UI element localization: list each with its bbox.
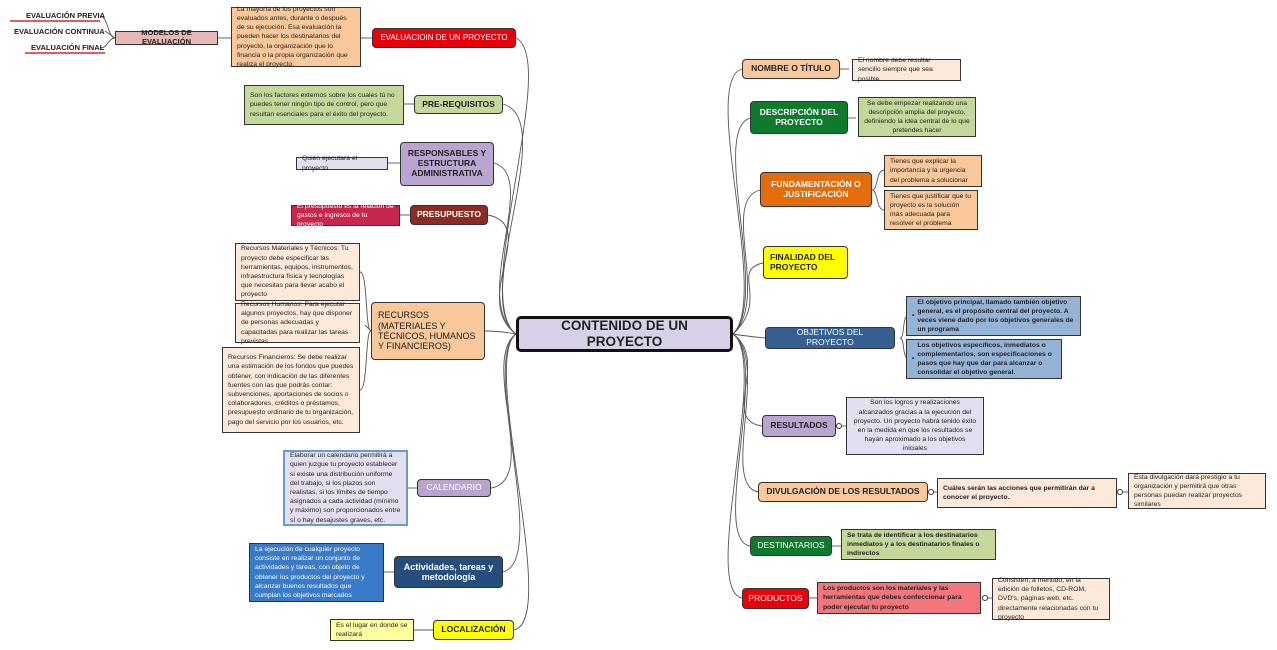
evaluation-node[interactable]: EVALUACIOIN DE UN PROYECTO xyxy=(372,28,516,48)
collapse-toggle-icon[interactable] xyxy=(928,489,934,495)
resultados-note: Son los logros y realizaciones alcanzado… xyxy=(846,397,984,455)
calendario-note: Elaborar un calendario permitirá a quien… xyxy=(283,450,408,526)
objetivos-note-1: • El objetivo principal, llamado también… xyxy=(906,296,1081,336)
divulgacion-node[interactable]: DIVULGACIÓN DE LOS RESULTADOS xyxy=(758,482,928,502)
nombre-note: El nombre debe resultar sencillo siempre… xyxy=(852,57,961,83)
presupuesto-node[interactable]: PRESUPUESTO xyxy=(410,205,488,225)
divulgacion-note-2: Esta divulgación dará prestigio a tu org… xyxy=(1128,473,1266,509)
evaluation-type-final: EVALUACIÓN FINAL xyxy=(31,43,105,52)
destinatarios-node[interactable]: DESTINATARIOS xyxy=(750,536,832,556)
evaluation-type-continua: EVALUACIÓN CONTINUA xyxy=(14,27,105,36)
descripcion-note: Se debe empezar realizando una descripci… xyxy=(858,97,976,137)
localizacion-node[interactable]: LOCALIZACIÓN xyxy=(433,620,514,640)
responsables-node[interactable]: RESPONSABLES Y ESTRUCTURA ADMINISTRATIVA xyxy=(400,142,494,186)
evaluation-models-node[interactable]: MODELOS DE EVALUACIÓN xyxy=(115,29,218,46)
prerequisites-note: Son los factores externos sobre los cual… xyxy=(244,85,404,125)
recursos-node[interactable]: RECURSOS (MATERIALES Y TÉCNICOS, HUMANOS… xyxy=(371,302,485,360)
responsables-note: Quién ejecutará el proyecto xyxy=(296,155,388,172)
recursos-financieros-note: Recursos Financieros: Se debe realizar u… xyxy=(222,347,360,433)
descripcion-node[interactable]: DESCRIPCIÓN DEL PROYECTO xyxy=(750,101,848,134)
nombre-node[interactable]: NOMBRE O TÍTULO xyxy=(742,59,840,79)
evaluation-note: La mayoría de los proyectos son evaluado… xyxy=(231,6,361,68)
central-topic[interactable]: CONTENIDO DE UN PROYECTO xyxy=(516,316,733,352)
objetivos-note-2: • Los objetivos específicos, inmediatos … xyxy=(906,339,1062,379)
collapse-toggle-icon[interactable] xyxy=(1117,489,1123,495)
prerequisites-node[interactable]: PRE-REQUISITOS xyxy=(414,95,503,114)
fundamentacion-note-2: Tienes que justificar que tu proyecto es… xyxy=(884,190,978,230)
objetivos-note-1-text: El objetivo principal, llamado también o… xyxy=(917,298,1074,334)
calendario-node[interactable]: CALENDARIO xyxy=(417,479,491,497)
fundamentacion-node[interactable]: FUNDAMENTACIÓN O JUSTIFICACIÓN xyxy=(760,172,872,207)
evaluation-type-previa: EVALUACIÓN PREVIA xyxy=(26,11,106,20)
presupuesto-note: El presupuesto es la relación de gastos … xyxy=(291,203,400,228)
actividades-node[interactable]: Actividades, tareas y metodología xyxy=(394,556,503,588)
destinatarios-note: Se trata de identificar a los destinatar… xyxy=(841,529,996,560)
recursos-humanos-note: Recursos Humanos: Para ejecutar algunos … xyxy=(235,301,360,345)
bullet-icon: • xyxy=(912,312,915,320)
productos-node[interactable]: PRODUCTOS xyxy=(742,588,809,609)
divulgacion-note-1: Cuáles serán las acciones que permitirán… xyxy=(937,478,1117,508)
finalidad-node[interactable]: FINALIDAD DEL PROYECTO xyxy=(763,246,848,279)
productos-note-1: Los productos son los materiales y las h… xyxy=(817,582,981,614)
actividades-note: La ejecución de cualquier proyecto consi… xyxy=(249,543,384,602)
collapse-toggle-icon[interactable] xyxy=(982,595,988,601)
objetivos-note-2-text: Los objetivos específicos, inmediatos o … xyxy=(917,341,1052,377)
localizacion-note: Es el lugar en donde se realizará xyxy=(330,619,414,641)
collapse-toggle-icon[interactable] xyxy=(836,423,842,429)
bullet-icon: • xyxy=(912,355,915,363)
productos-note-2: Consisten, a menudo, en la edición de fo… xyxy=(992,577,1110,621)
fundamentacion-note-1: Tienes que explicar la importancia y la … xyxy=(884,155,982,187)
recursos-materiales-note: Recursos Materiales y Técnicos: Tu proye… xyxy=(235,243,360,301)
resultados-node[interactable]: RESULTADOS xyxy=(762,415,836,437)
objetivos-node[interactable]: OBJETIVOS DEL PROYECTO xyxy=(765,327,895,349)
